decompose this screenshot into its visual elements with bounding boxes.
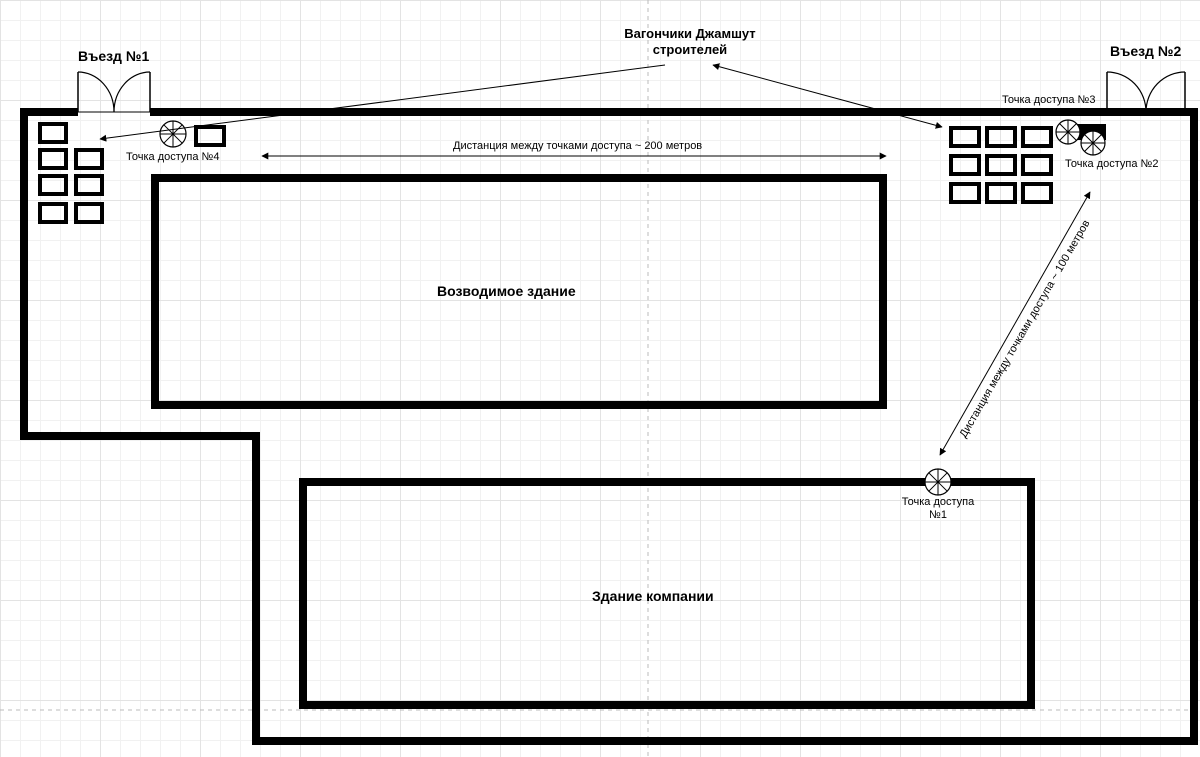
entrance-1-label: Въезд №1 xyxy=(78,48,150,64)
access-point-1-label-line2: №1 xyxy=(929,509,947,521)
access-point-2-label: Точка доступа №2 xyxy=(1065,158,1159,170)
access-point-4-marker xyxy=(159,120,187,148)
distance-label-horizontal: Дистанция между точками доступа ~ 200 ме… xyxy=(453,140,703,152)
building-under-construction-label: Возводимое здание xyxy=(437,283,576,299)
entrance-2-label: Въезд №2 xyxy=(1110,43,1182,59)
building-company xyxy=(299,478,1035,709)
trailers-right-group xyxy=(949,126,1053,204)
trailers-label-line1: Вагончики Джамшут xyxy=(624,26,756,41)
trailers-arrow-left xyxy=(99,64,666,142)
distance-arrow-diagonal xyxy=(939,191,1091,456)
trailers-label-line2: строителей xyxy=(652,42,728,57)
access-point-4-label: Точка доступа №4 xyxy=(126,151,220,163)
trailers-left-group xyxy=(38,122,226,224)
trailers-label: Вагончики Джамшут строителей xyxy=(610,26,770,58)
site-perimeter-wall xyxy=(20,108,1198,745)
access-point-1-label-line1: Точка доступа xyxy=(901,496,975,508)
entrance-1-gate xyxy=(77,71,151,113)
access-point-3-marker xyxy=(1055,119,1081,145)
access-point-1-label: Точка доступа №1 xyxy=(888,496,988,522)
building-under-construction xyxy=(151,174,887,409)
access-point-2-marker xyxy=(1080,130,1106,156)
access-point-1-marker xyxy=(924,468,952,496)
building-company-label: Здание компании xyxy=(592,588,714,604)
access-point-3-label: Точка доступа №3 xyxy=(1002,94,1096,106)
trailers-arrow-right xyxy=(712,63,943,129)
entrance-2-gate xyxy=(1106,71,1186,113)
